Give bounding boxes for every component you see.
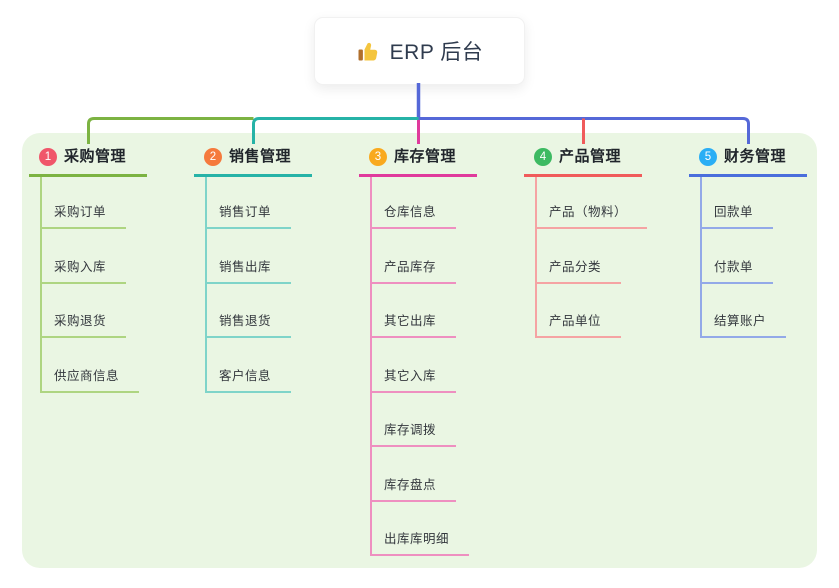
branch-node[interactable]: 3 库存管理 [359, 147, 477, 177]
child-node[interactable]: 产品（物料） [537, 177, 648, 229]
branch-label: 销售管理 [229, 148, 292, 165]
child-label: 销售订单 [207, 204, 292, 229]
root-node[interactable]: ERP 后台 [314, 17, 525, 85]
child-node[interactable]: 销售退货 [207, 284, 292, 338]
child-node[interactable]: 出库库明细 [372, 502, 470, 556]
child-node[interactable]: 回款单 [702, 177, 774, 229]
child-label: 产品库存 [372, 259, 457, 284]
branch-children: 仓库信息 产品库存 其它出库 其它入库 库存调拨 库存盘点 出库库明细 [370, 177, 470, 556]
child-node[interactable]: 结算账户 [702, 284, 787, 338]
child-label: 销售出库 [207, 259, 292, 284]
branch-label: 财务管理 [724, 148, 787, 165]
child-node[interactable]: 其它出库 [372, 284, 457, 338]
child-label: 付款单 [702, 259, 774, 284]
branch-5: 5 财务管理 回款单 付款单 结算账户 [689, 147, 819, 338]
child-label: 产品单位 [537, 313, 622, 338]
branch-number-badge: 5 [699, 147, 717, 166]
root-node-label: ERP 后台 [389, 41, 484, 64]
child-node[interactable]: 采购入库 [42, 229, 127, 284]
child-label: 采购退货 [42, 313, 127, 338]
child-label: 仓库信息 [372, 204, 457, 229]
branch-node[interactable]: 2 销售管理 [194, 147, 312, 177]
child-label: 结算账户 [702, 313, 787, 338]
child-node[interactable]: 供应商信息 [42, 338, 140, 393]
child-label: 其它入库 [372, 368, 457, 393]
branch-children: 销售订单 销售出库 销售退货 客户信息 [205, 177, 292, 393]
branch-number-badge: 4 [534, 147, 552, 166]
child-node[interactable]: 其它入库 [372, 338, 457, 393]
branch-children: 产品（物料） 产品分类 产品单位 [535, 177, 648, 338]
child-node[interactable]: 付款单 [702, 229, 774, 284]
child-label: 回款单 [702, 204, 774, 229]
child-label: 出库库明细 [372, 531, 470, 556]
branch-node[interactable]: 1 采购管理 [29, 147, 147, 177]
child-node[interactable]: 库存调拨 [372, 393, 457, 447]
child-label: 其它出库 [372, 313, 457, 338]
mindmap-panel [22, 133, 817, 568]
child-node[interactable]: 仓库信息 [372, 177, 457, 229]
child-label: 采购订单 [42, 204, 127, 229]
branch-1: 1 采购管理 采购订单 采购入库 采购退货 供应商信息 [29, 147, 159, 393]
branch-children: 回款单 付款单 结算账户 [700, 177, 787, 338]
child-node[interactable]: 销售出库 [207, 229, 292, 284]
thumb-hand [364, 42, 377, 60]
child-label: 产品分类 [537, 259, 622, 284]
branch-label: 库存管理 [394, 148, 457, 165]
child-label: 供应商信息 [42, 368, 140, 393]
branch-number-badge: 1 [39, 147, 57, 166]
thumb-cuff [358, 49, 363, 60]
branch-number-badge: 3 [369, 147, 387, 166]
branch-label: 采购管理 [64, 148, 127, 165]
branch-node[interactable]: 5 财务管理 [689, 147, 807, 177]
child-node[interactable]: 产品分类 [537, 229, 622, 284]
branch-children: 采购订单 采购入库 采购退货 供应商信息 [40, 177, 140, 393]
branch-label: 产品管理 [559, 148, 622, 165]
child-label: 采购入库 [42, 259, 127, 284]
child-label: 产品（物料） [537, 204, 648, 229]
child-label: 库存盘点 [372, 477, 457, 502]
branch-3: 3 库存管理 仓库信息 产品库存 其它出库 其它入库 库存调拨 库存盘点 出库库… [359, 147, 489, 556]
child-node[interactable]: 客户信息 [207, 338, 292, 393]
branch-number-badge: 2 [204, 147, 222, 166]
thumbs-up-icon [356, 40, 381, 63]
branch-node[interactable]: 4 产品管理 [524, 147, 642, 177]
child-node[interactable]: 采购退货 [42, 284, 127, 338]
child-node[interactable]: 产品库存 [372, 229, 457, 284]
child-label: 库存调拨 [372, 422, 457, 447]
branch-4: 4 产品管理 产品（物料） 产品分类 产品单位 [524, 147, 654, 338]
child-label: 销售退货 [207, 313, 292, 338]
child-label: 客户信息 [207, 368, 292, 393]
child-node[interactable]: 销售订单 [207, 177, 292, 229]
child-node[interactable]: 产品单位 [537, 284, 622, 338]
branch-2: 2 销售管理 销售订单 销售出库 销售退货 客户信息 [194, 147, 324, 393]
child-node[interactable]: 库存盘点 [372, 447, 457, 502]
child-node[interactable]: 采购订单 [42, 177, 127, 229]
